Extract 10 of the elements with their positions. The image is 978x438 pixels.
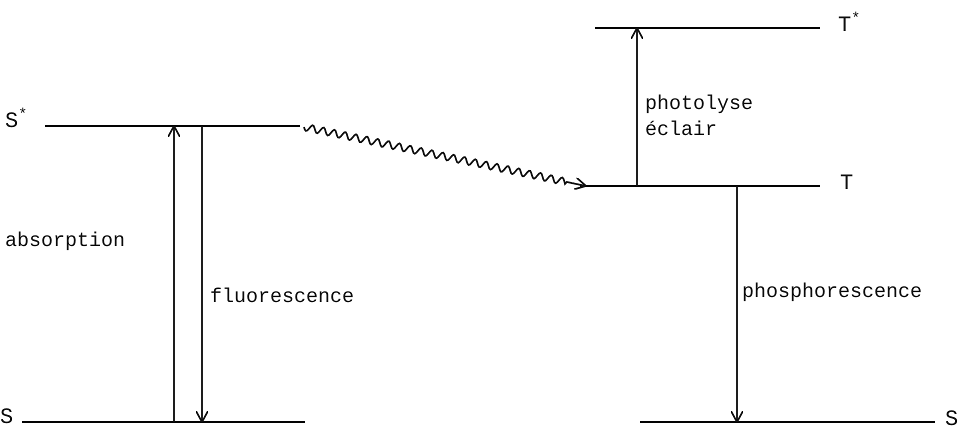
level-label: S (945, 406, 958, 434)
level-label: T$^{*}$ (838, 12, 860, 40)
wavy-arrow (303, 124, 587, 190)
arrow (630, 27, 644, 186)
level-label: S (0, 404, 14, 432)
arrow (167, 125, 181, 422)
arrow (195, 126, 209, 423)
level-label: S$^{*}$ (5, 108, 28, 136)
level-label: T (840, 170, 854, 198)
arrow (730, 186, 744, 423)
